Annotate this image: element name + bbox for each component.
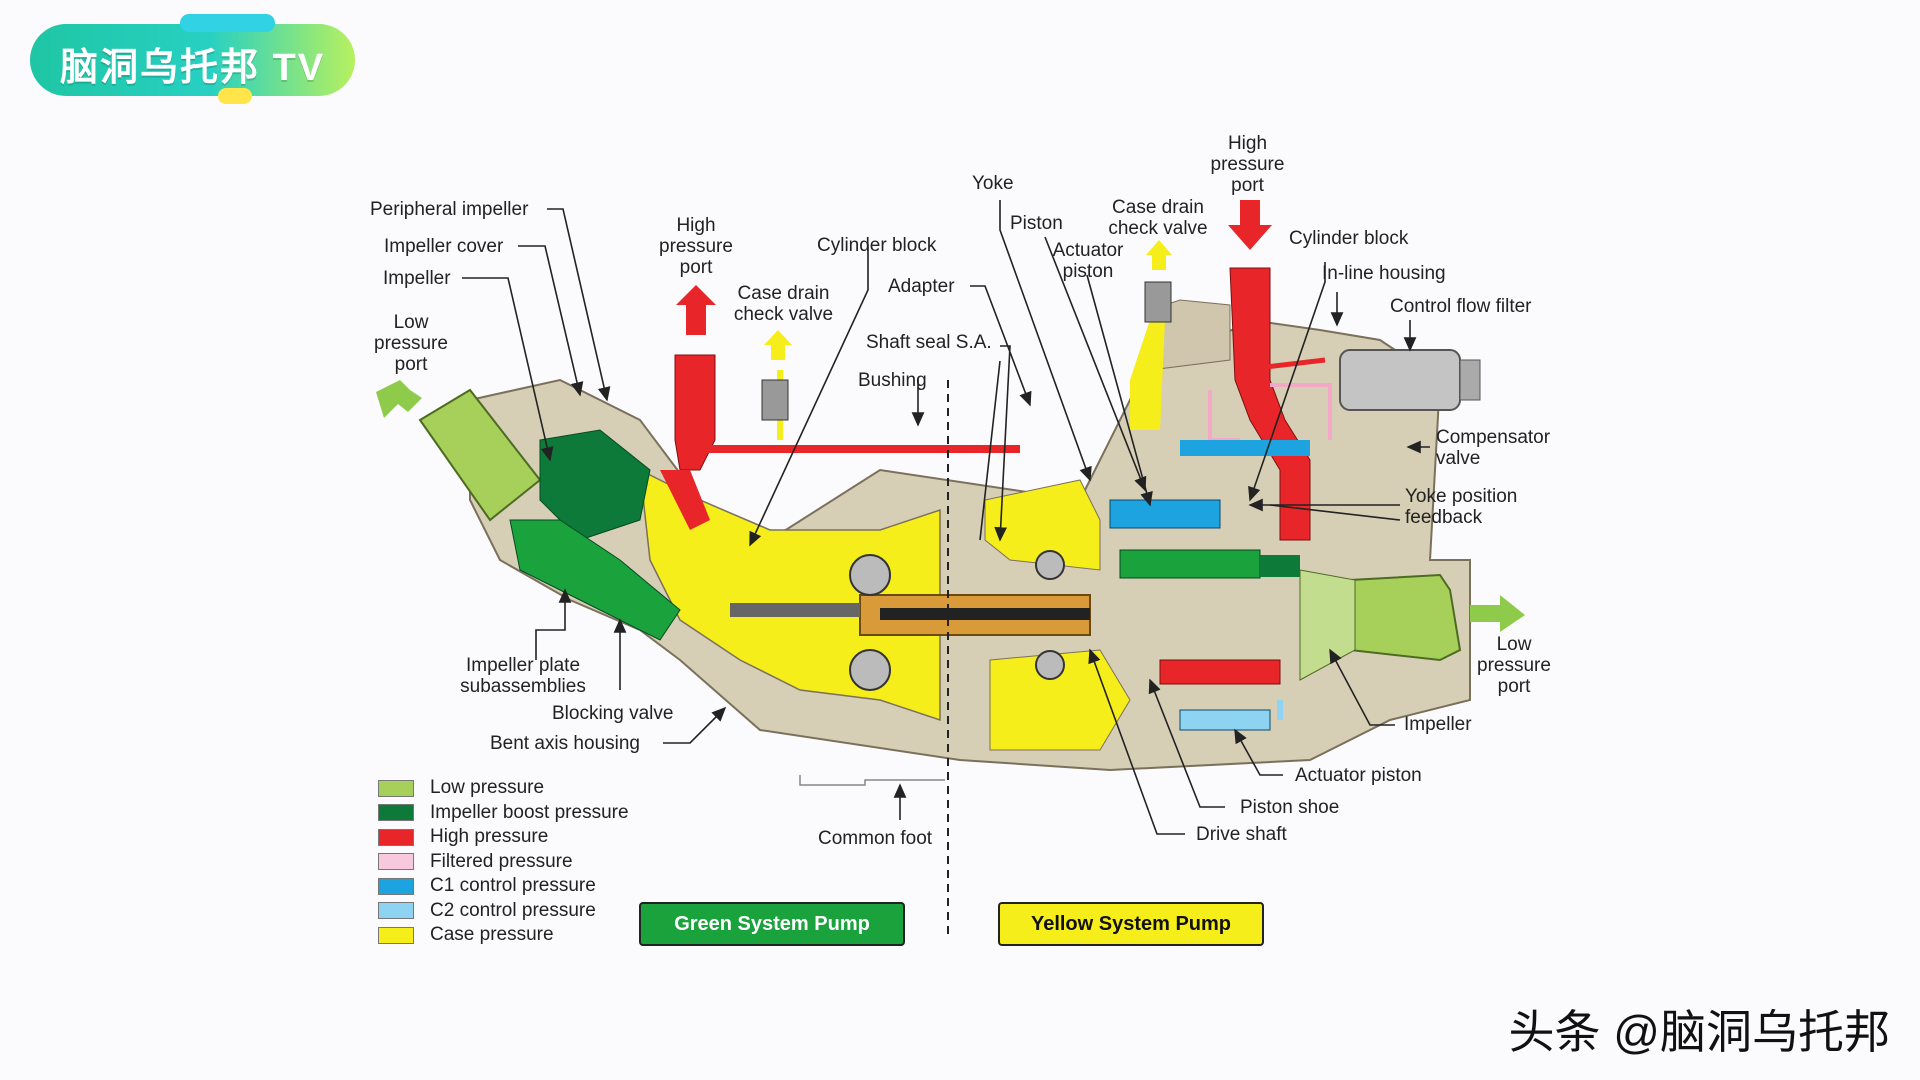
drive-shaft-assembly (730, 550, 1091, 691)
legend-label: Low pressure (430, 777, 545, 799)
label-cylinder-block-right: Cylinder block (1289, 228, 1409, 249)
label-piston-top: Piston (1010, 213, 1063, 234)
label-shaft-seal: Shaft seal S.A. (866, 332, 992, 353)
label-high-pressure-port-right: High pressure port (1210, 133, 1285, 196)
label-yoke: Yoke (972, 173, 1014, 194)
label-high-pressure-port-left: High pressure port (659, 215, 733, 278)
brand-logo: 脑洞乌托邦 TV (30, 14, 355, 104)
legend-item: Impeller boost pressure (378, 801, 629, 826)
label-low-pressure-port-right: Low pressure port (1477, 634, 1551, 697)
legend-swatch-case-pressure (378, 926, 414, 944)
flow-arrows (376, 200, 1525, 632)
yellow-system-pump-button[interactable]: Yellow System Pump (998, 902, 1264, 946)
legend-label: Case pressure (430, 924, 554, 946)
label-impeller-plate-subassemblies: Impeller plate subassemblies (460, 655, 586, 697)
label-bent-axis-housing: Bent axis housing (490, 733, 640, 754)
impeller-boost-regions (509, 429, 1300, 641)
legend-swatch-low-pressure (378, 779, 414, 797)
legend-label: High pressure (430, 826, 549, 848)
label-peripheral-impeller: Peripheral impeller (370, 199, 529, 220)
legend-label: C1 control pressure (430, 875, 596, 897)
legend-label: Impeller boost pressure (430, 801, 629, 823)
check-valve-ports (761, 281, 1481, 421)
legend-swatch-high-pressure (378, 828, 414, 846)
pump-housing (469, 299, 1471, 772)
watermark-text: 头条 @脑洞乌托邦 (1508, 1006, 1890, 1058)
label-compensator-valve: Compensator valve (1436, 427, 1551, 469)
label-piston-shoe: Piston shoe (1240, 797, 1340, 818)
legend-item: C1 control pressure (378, 874, 629, 899)
logo-text: 脑洞乌托邦 TV (60, 47, 326, 89)
label-common-foot: Common foot (818, 828, 933, 849)
green-system-pump-button[interactable]: Green System Pump (639, 902, 905, 946)
legend-item: Low pressure (378, 776, 629, 801)
legend-swatch-impeller-boost (378, 804, 414, 822)
label-drive-shaft: Drive shaft (1196, 824, 1287, 845)
label-blocking-valve: Blocking valve (552, 703, 674, 724)
label-impeller-right: Impeller (1404, 714, 1472, 735)
label-actuator-piston-bottom: Actuator piston (1295, 765, 1422, 786)
label-inline-housing: In-line housing (1322, 263, 1446, 284)
legend-item: Case pressure (378, 923, 629, 948)
label-case-drain-check-valve-right: Case drain check valve (1108, 197, 1208, 239)
logo-background (30, 24, 355, 96)
label-case-drain-check-valve-left: Case drain check valve (733, 283, 834, 325)
legend-item: Filtered pressure (378, 850, 629, 875)
control-pressure-regions (1109, 440, 1310, 731)
legend-swatch-c2-control (378, 902, 414, 920)
label-low-pressure-port-left: Low pressure port (374, 312, 448, 375)
low-pressure-regions (418, 388, 1462, 681)
legend-swatch-filtered-pressure (378, 853, 414, 871)
logo-tab-decoration (180, 14, 275, 32)
legend-label: C2 control pressure (430, 899, 596, 921)
legend-item: C2 control pressure (378, 899, 629, 924)
high-pressure-channels (660, 267, 1326, 685)
legend-item: High pressure (378, 825, 629, 850)
label-control-flow-filter: Control flow filter (1390, 296, 1532, 317)
pressure-legend: Low pressure Impeller boost pressure Hig… (378, 776, 629, 948)
legend-swatch-c1-control (378, 877, 414, 895)
common-foot-outline (799, 775, 945, 786)
legend-label: Filtered pressure (430, 850, 573, 872)
logo-dot-decoration (218, 88, 252, 104)
label-impeller-cover: Impeller cover (384, 236, 504, 257)
label-yoke-position-feedback: Yoke position feedback (1405, 486, 1518, 528)
label-impeller-left: Impeller (383, 268, 451, 289)
label-bushing: Bushing (858, 370, 927, 391)
label-cylinder-block-left: Cylinder block (817, 235, 937, 256)
label-actuator-piston-top: Actuator piston (1052, 240, 1124, 282)
leader-lines (462, 200, 1430, 835)
label-adapter: Adapter (888, 276, 955, 297)
